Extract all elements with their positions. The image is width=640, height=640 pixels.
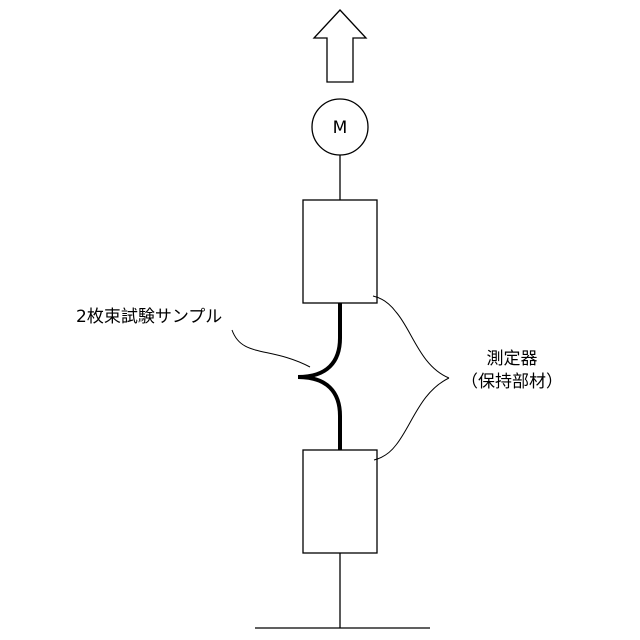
sample-lower-strip [298, 377, 340, 450]
upward-arrow-icon [314, 10, 366, 82]
device-leader-line-lower [374, 378, 449, 460]
lower-holder [303, 450, 377, 553]
upper-holder [303, 200, 377, 303]
test-sample [298, 303, 340, 450]
motor: M [312, 99, 368, 155]
sample-label: 2枚束試験サンプル [76, 307, 222, 327]
motor-symbol: M [333, 118, 348, 138]
sample-leader-line [232, 330, 310, 367]
device-leader-line-upper [373, 296, 449, 378]
device-label-sub: （保持部材） [461, 372, 563, 392]
sample-upper-strip [298, 303, 340, 377]
device-label: 測定器 [487, 349, 538, 369]
